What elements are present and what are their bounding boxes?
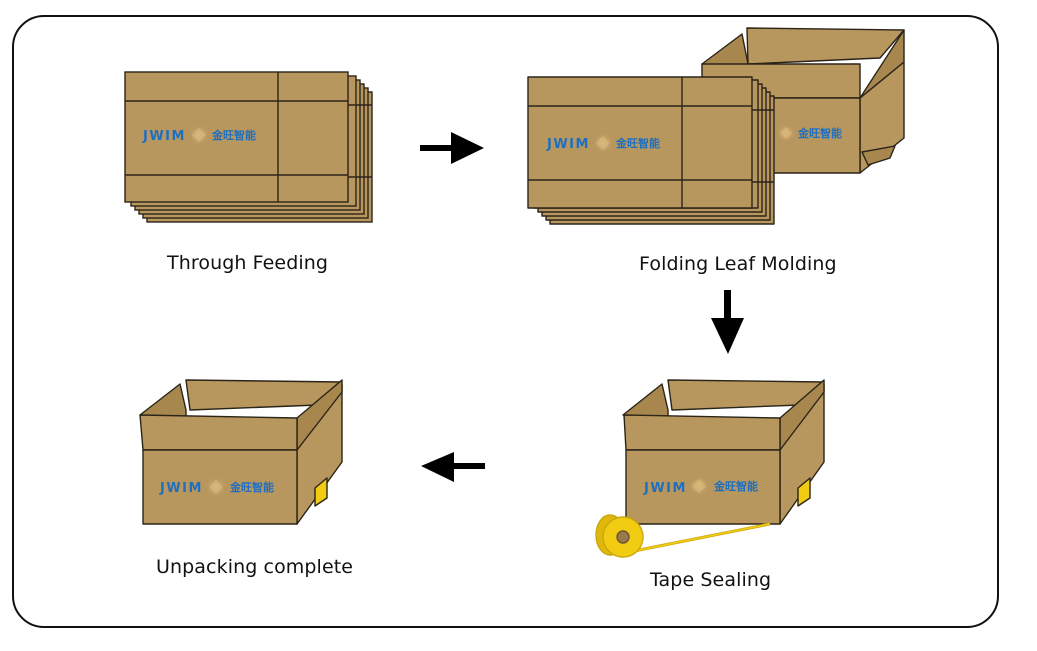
logo-cn: 金旺智能 bbox=[229, 480, 274, 494]
logo: JWIM 金旺智能 bbox=[142, 124, 256, 146]
step-1-flat-carton-stack: JWIM 金旺智能 bbox=[124, 71, 373, 223]
top-sheet bbox=[124, 71, 349, 203]
logo-en: JWIM bbox=[142, 129, 186, 144]
logo-cn: 金旺智能 bbox=[211, 128, 256, 142]
step-4-unpacked-carton: JWIM 金旺智能 bbox=[139, 379, 343, 525]
diagram-frame bbox=[12, 15, 999, 628]
arrow-right-icon bbox=[420, 132, 484, 164]
step-3-tape-sealing: JWIM 金旺智能 bbox=[595, 379, 825, 558]
tape-strip bbox=[314, 477, 328, 507]
step-3-label: Tape Sealing bbox=[650, 569, 772, 591]
logo-cn: 金旺智能 bbox=[713, 479, 758, 493]
tape-strip bbox=[797, 477, 811, 507]
step-4-label: Unpacking complete bbox=[156, 556, 354, 578]
logo-cn: 金旺智能 bbox=[615, 136, 660, 150]
flat-carton-stack: JWIM 金旺智能 bbox=[527, 76, 775, 225]
logo-en: JWIM bbox=[546, 137, 590, 152]
step-1-label: Through Feeding bbox=[167, 252, 329, 274]
logo-en: JWIM bbox=[159, 481, 203, 496]
logo-en: JWIM bbox=[643, 481, 687, 496]
arrow-down-icon bbox=[711, 290, 744, 354]
tape-roll bbox=[595, 514, 771, 558]
step-2-folding: 金旺智能 JWIM 金旺智能 bbox=[527, 27, 905, 225]
logo-cn: 金旺智能 bbox=[797, 126, 842, 140]
step-2-label: Folding Leaf Molding bbox=[639, 253, 837, 275]
arrow-left-icon bbox=[421, 452, 485, 482]
